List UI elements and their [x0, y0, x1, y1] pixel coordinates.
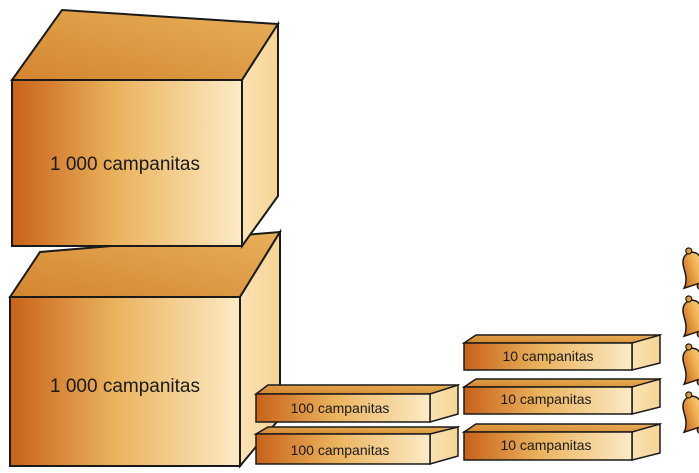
thousand-box-top-top [10, 8, 280, 81]
ten-box-2-front [463, 386, 633, 415]
ten-box-2-label: 10 campanitas [500, 391, 591, 407]
ten-box-3-front [463, 431, 633, 461]
hundred-box-top-top [253, 384, 460, 395]
ten-box-1-label: 10 campanitas [502, 348, 593, 364]
ten-box-3: 10 campanitas [461, 423, 663, 461]
bell-icon [682, 391, 699, 434]
ten-box-1: 10 campanitas [461, 334, 663, 371]
hundred-box-top-front [255, 393, 431, 423]
bell-icon [682, 343, 699, 386]
hundred-box-top: 100 campanitas [253, 383, 460, 423]
thousand-box-top-label: 1 000 campanitas [50, 154, 200, 175]
hundred-box-bottom-top [253, 426, 461, 435]
ten-box-2: 10 campanitas [461, 378, 663, 415]
ten-box-3-top [461, 423, 663, 433]
bell-icon [682, 247, 699, 290]
bell-icon [682, 295, 699, 338]
ten-box-1-top [461, 334, 663, 344]
hundred-box-bottom-label: 100 campanitas [291, 442, 390, 458]
thousand-box-bottom: 1 000 campanitas [8, 228, 282, 469]
hundred-box-bottom: 100 campanitas [253, 426, 461, 465]
hundred-box-bottom-front [255, 433, 431, 465]
thousand-box-top-front [11, 79, 243, 247]
ten-box-2-top [461, 378, 663, 388]
ten-box-1-front [463, 342, 633, 371]
ten-box-3-label: 10 campanitas [500, 437, 591, 453]
hundred-box-top-label: 100 campanitas [291, 400, 390, 416]
hundred-box-bottom-side [429, 426, 459, 465]
thousand-box-bottom-front [9, 296, 241, 467]
bells-column [682, 247, 699, 434]
thousand-box-bottom-label: 1 000 campanitas [50, 376, 200, 397]
thousand-box-top: 1 000 campanitas [10, 8, 280, 250]
